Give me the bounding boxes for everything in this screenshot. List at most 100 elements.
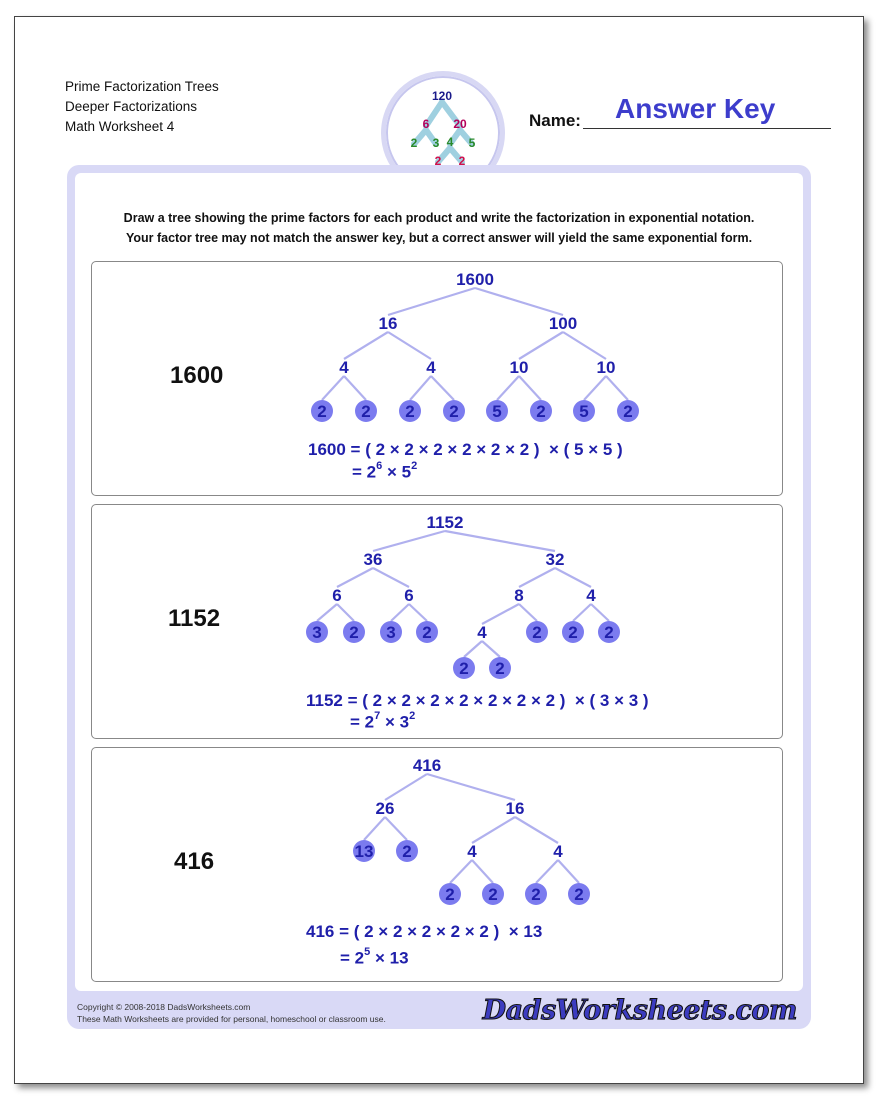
- prime-factor-node: 2: [488, 885, 497, 904]
- factor-node: 100: [549, 314, 577, 333]
- tree-edge: [391, 604, 409, 621]
- prime-factor-node: 2: [623, 402, 632, 421]
- tree-edge: [373, 568, 409, 587]
- exponent: 5: [364, 946, 370, 958]
- factor-node: 10: [597, 358, 616, 377]
- worksheet-frame: Draw a tree showing the prime factors fo…: [67, 165, 811, 1029]
- logo-node-label: 3: [433, 136, 440, 150]
- prime-factor-node: 5: [579, 402, 588, 421]
- logo-node-label: 20: [453, 117, 467, 131]
- prime-factor-node: 13: [355, 842, 374, 861]
- tree-edge: [388, 332, 431, 359]
- tree-edge: [373, 531, 445, 551]
- prime-factor-node: 3: [386, 623, 395, 642]
- tree-edge: [519, 568, 555, 587]
- factor-node: 36: [364, 550, 383, 569]
- factor-tree-416: 4162616132442222: [92, 748, 782, 981]
- prime-factor-node: 2: [604, 623, 613, 642]
- factor-node: 1600: [456, 270, 494, 289]
- tree-edge: [555, 568, 591, 587]
- factor-node: 4: [339, 358, 349, 377]
- tree-edge: [472, 860, 493, 883]
- equation-line-1: 1600 = ( 2 × 2 × 2 × 2 × 2 × 2 ) × ( 5 ×…: [308, 440, 623, 460]
- footer-text: Copyright © 2008-2018 DadsWorksheets.com…: [77, 1001, 386, 1025]
- worksheet-number: Math Worksheet 4: [65, 117, 174, 137]
- tree-edge: [322, 376, 344, 400]
- factor-tree-1600: 1600 16 100 4 4 10 10 2 2 2 2 5 2 5 2: [92, 262, 782, 495]
- prime-factor-node: 2: [317, 402, 326, 421]
- tree-edge: [584, 376, 606, 400]
- tree-edge: [563, 332, 606, 359]
- exponent-base: 13: [390, 949, 409, 968]
- logo-node-label: 120: [432, 89, 452, 103]
- factor-node: 26: [376, 799, 395, 818]
- exponent-base: 2: [365, 713, 374, 732]
- prime-factor-node: 2: [495, 659, 504, 678]
- prime-factor-node: 3: [312, 623, 321, 642]
- tree-edge: [388, 288, 475, 315]
- equation-line-1: 416 = ( 2 × 2 × 2 × 2 × 2 ) × 13: [306, 922, 542, 942]
- exponent-base: 2: [367, 463, 376, 482]
- name-label: Name:: [529, 111, 581, 131]
- prime-factor-node: 2: [445, 885, 454, 904]
- dadsworksheets-logo: DadsWorksheets.com: [483, 995, 797, 1026]
- logo-node-label: 5: [469, 136, 476, 150]
- prime-factor-node: 2: [536, 402, 545, 421]
- name-field[interactable]: [583, 128, 831, 129]
- worksheet-subtitle: Deeper Factorizations: [65, 97, 197, 117]
- tree-edge: [450, 860, 472, 883]
- worksheet-body: Draw a tree showing the prime factors fo…: [75, 173, 803, 991]
- equation-line-2: = 25 × 13: [340, 948, 409, 969]
- tree-edge: [482, 641, 500, 657]
- prime-factor-node: 2: [568, 623, 577, 642]
- worksheet-title: Prime Factorization Trees: [65, 77, 219, 97]
- factor-node: 1152: [427, 513, 464, 532]
- factor-node: 4: [477, 623, 487, 642]
- tree-edge: [472, 817, 515, 843]
- logo-node-label: 4: [447, 135, 454, 149]
- prime-factor-node: 2: [449, 402, 458, 421]
- tree-edge: [445, 531, 555, 551]
- tree-edge: [475, 288, 563, 315]
- exponent: 6: [376, 460, 382, 472]
- prime-factor-node: 2: [531, 885, 540, 904]
- tree-edge: [606, 376, 628, 400]
- factor-node: 4: [426, 358, 436, 377]
- answer-key-title: Answer Key: [615, 93, 775, 125]
- prime-factor-node: 2: [361, 402, 370, 421]
- exponent-base: 2: [355, 949, 364, 968]
- factor-node: 32: [546, 550, 565, 569]
- factor-node: 6: [404, 586, 413, 605]
- equation-line-2: = 27 × 32: [350, 712, 415, 733]
- exponent: 7: [374, 710, 380, 722]
- tree-edge: [431, 376, 454, 400]
- factor-node: 8: [514, 586, 523, 605]
- tree-edge: [497, 376, 519, 400]
- logo-node-label: 6: [423, 117, 430, 131]
- tree-edge: [337, 568, 373, 587]
- problem-panel-1600: 1600 1600 16 100 4 4 10 10 2 2 2 2 5 2 5 2 1600 = ( 2 …: [91, 261, 783, 496]
- instructions-line-2: Your factor tree may not match the answe…: [75, 231, 803, 245]
- tree-edge: [464, 641, 482, 657]
- logo-node-label: 2: [411, 136, 418, 150]
- exponent-base: 5: [402, 463, 411, 482]
- factor-node: 4: [586, 586, 596, 605]
- factor-node: 16: [506, 799, 525, 818]
- instructions-line-1: Draw a tree showing the prime factors fo…: [75, 211, 803, 225]
- prime-factor-node: 2: [349, 623, 358, 642]
- tree-edge: [515, 817, 558, 843]
- equation-line-1: 1152 = ( 2 × 2 × 2 × 2 × 2 × 2 × 2 ) × (…: [306, 691, 649, 711]
- tree-edge: [344, 332, 388, 359]
- tree-edge: [337, 604, 354, 621]
- worksheet-page: Prime Factorization Trees Deeper Factori…: [14, 16, 864, 1084]
- prime-factor-node: 2: [459, 659, 468, 678]
- tree-edge: [536, 860, 558, 883]
- factor-node: 16: [379, 314, 398, 333]
- tree-edge: [558, 860, 579, 883]
- tree-edge: [519, 376, 541, 400]
- factor-node: 10: [510, 358, 529, 377]
- tree-edge: [410, 376, 431, 400]
- prime-factor-node: 2: [402, 842, 411, 861]
- tree-edge: [364, 817, 385, 840]
